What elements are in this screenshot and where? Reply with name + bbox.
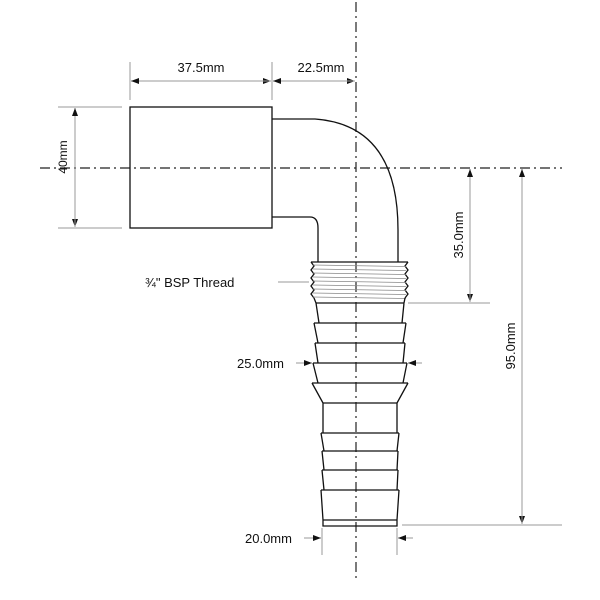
elbow-inner <box>272 216 319 262</box>
dim-overall-height: 95.0mm <box>503 323 518 370</box>
dim-barb-max-diameter: 25.0mm <box>237 356 284 371</box>
thread-line <box>312 276 407 279</box>
thread-label: ¾" BSP Thread <box>145 275 234 290</box>
dim-socket-length: 37.5mm <box>178 60 225 75</box>
dim-thread-height: 35.0mm <box>451 212 466 259</box>
thread-section <box>310 261 409 304</box>
dim-socket-diameter: 40mm <box>56 140 70 173</box>
thread-line <box>312 296 407 299</box>
dim-offset: 22.5mm <box>298 60 345 75</box>
thread-line <box>312 292 407 295</box>
thread-line <box>312 264 407 267</box>
thread-line <box>312 272 407 275</box>
thread-line <box>312 288 407 291</box>
socket-body <box>129 106 273 229</box>
elbow-outer <box>272 118 399 262</box>
hose-barb <box>311 302 409 527</box>
thread-line <box>312 280 407 283</box>
thread-line <box>312 284 407 287</box>
thread-line <box>312 268 407 271</box>
dim-barb-min-diameter: 20.0mm <box>245 531 292 546</box>
